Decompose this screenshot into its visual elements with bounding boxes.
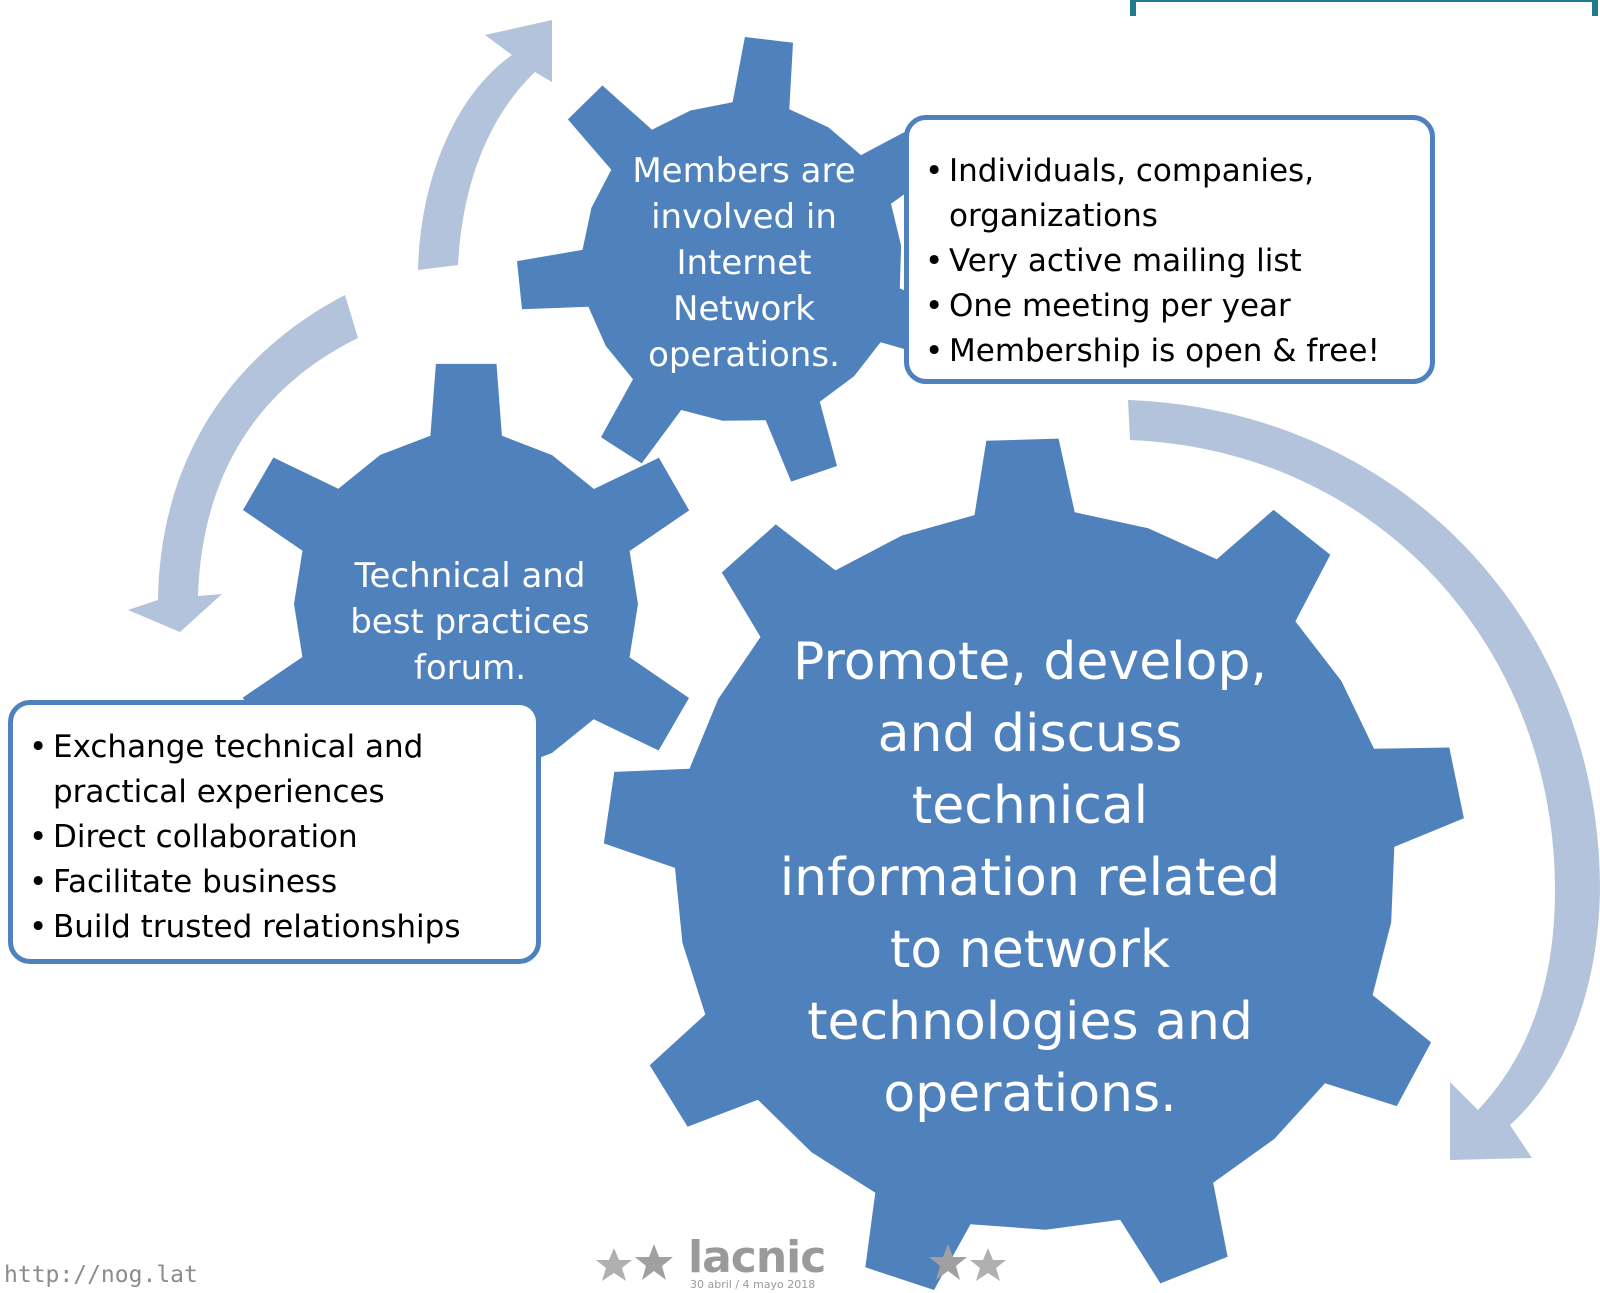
list-item: Membership is open & free! <box>925 329 1414 374</box>
star-icon <box>596 1248 632 1281</box>
list-item: Exchange technical and practical experie… <box>29 725 520 815</box>
event-logo: lacnic 30 abril / 4 mayo 2018 <box>592 1232 1012 1293</box>
footer-url[interactable]: http://nog.lat <box>4 1262 198 1288</box>
list-item: Direct collaboration <box>29 815 520 860</box>
cycle-arrow-right <box>1128 400 1600 1160</box>
logo-date: 30 abril / 4 mayo 2018 <box>690 1278 816 1291</box>
list-item: Very active mailing list <box>925 239 1414 284</box>
members-details-list: Individuals, companies, organizations Ve… <box>925 149 1414 374</box>
forum-details-box: Exchange technical and practical experie… <box>8 700 541 964</box>
forum-gear-label: Technical and best practices forum. <box>350 556 590 688</box>
list-item: Build trusted relationships <box>29 905 520 950</box>
header-corner-accent <box>1130 0 1600 16</box>
members-details-box: Individuals, companies, organizations Ve… <box>904 115 1435 384</box>
list-item: Facilitate business <box>29 860 520 905</box>
members-gear <box>517 37 961 482</box>
main-gear-label: Promote, develop, and discuss technical … <box>779 632 1281 1124</box>
star-icon <box>635 1244 673 1280</box>
star-icon <box>970 1248 1006 1281</box>
cycle-arrow-top <box>418 20 552 270</box>
list-item: Individuals, companies, organizations <box>925 149 1414 239</box>
cycle-arrow-left <box>128 295 358 632</box>
main-gear <box>603 438 1464 1291</box>
forum-details-list: Exchange technical and practical experie… <box>29 725 520 950</box>
star-icon <box>929 1244 967 1280</box>
logo-wordmark: lacnic <box>688 1232 826 1283</box>
members-gear-label: Members are involved in Internet Network… <box>632 151 856 375</box>
list-item: One meeting per year <box>925 284 1414 329</box>
